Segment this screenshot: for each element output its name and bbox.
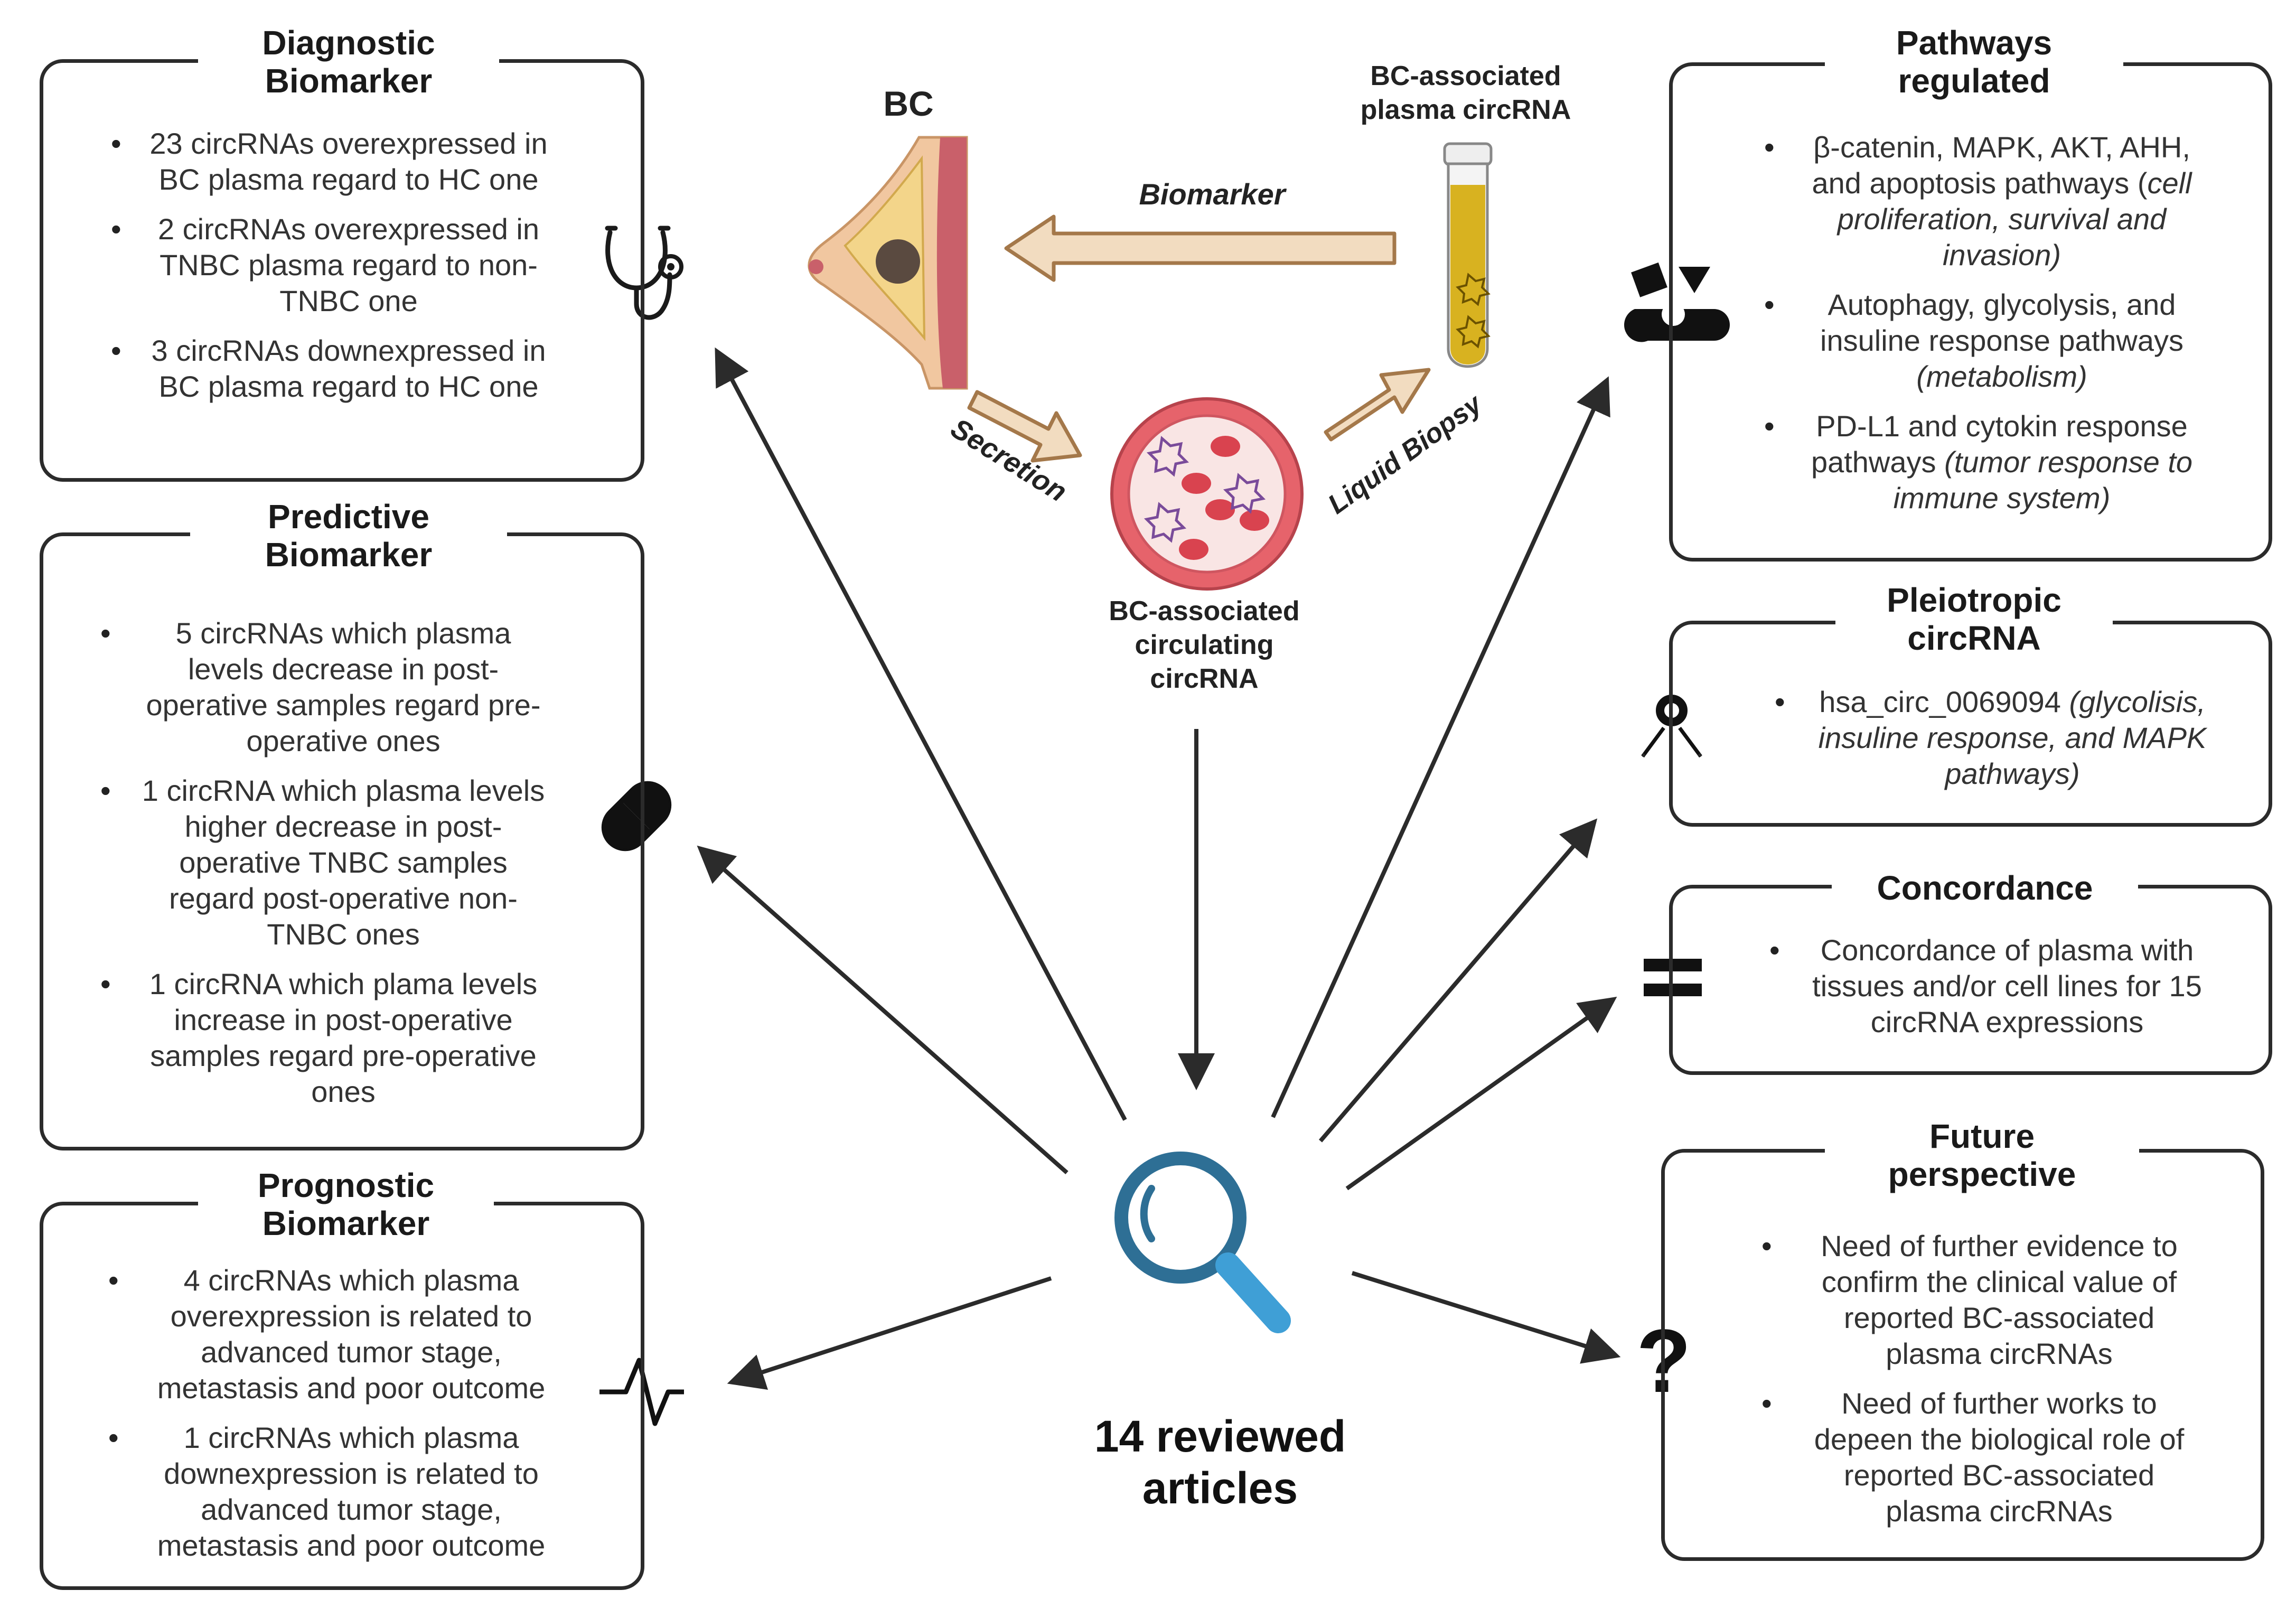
arrow-to-concordance <box>1345 996 1617 1191</box>
stethoscope-icon <box>605 226 683 320</box>
blood-vessel-icon <box>1110 397 1304 591</box>
bc-label: BC <box>883 84 934 123</box>
arrow-to-pleiotropic <box>1318 818 1598 1143</box>
pill-icon <box>601 781 672 852</box>
liquid-biopsy-block-arrow <box>1324 368 1431 442</box>
list-item: Concordance of plasma with tissues and/o… <box>1769 932 2239 1040</box>
arrow-to-future <box>1351 1271 1621 1364</box>
concordance-list: Concordance of plasma with tissues and/o… <box>1769 932 2239 1054</box>
biomarker-block-arrow <box>1004 214 1397 282</box>
heartbeat-icon <box>599 1358 684 1426</box>
list-item: PD-L1 and cytokin response pathways (tum… <box>1764 408 2234 516</box>
magnifier-icon <box>1114 1152 1291 1333</box>
arrow-to-diagnostic <box>715 347 1127 1121</box>
concordance-title: Concordance <box>1832 869 2138 907</box>
secretion-block-arrow <box>967 390 1082 463</box>
arrow-to-pathways <box>1271 376 1610 1118</box>
arrow-to-prognostic <box>727 1276 1052 1390</box>
biomarker-arrow-label: Biomarker <box>1139 177 1286 211</box>
pathways-list: β-catenin, MAPK, AKT, AHH, and apoptosis… <box>1764 129 2234 530</box>
blood-tube-icon <box>1443 142 1493 368</box>
arrow-to-predictive <box>697 845 1069 1174</box>
radial-arrows <box>697 347 1621 1390</box>
list-item: Autophagy, glycolysis, and insuline resp… <box>1764 287 2234 395</box>
shapes-icon <box>1624 262 1730 342</box>
list-item: β-catenin, MAPK, AKT, AHH, and apoptosis… <box>1764 129 2234 273</box>
breast-icon <box>808 136 968 390</box>
list-item: hsa_circ_0069094 (glycolisis, insuline r… <box>1775 684 2245 792</box>
pleiotropic-list: hsa_circ_0069094 (glycolisis, insuline r… <box>1775 684 2245 806</box>
equals-icon <box>1644 959 1702 996</box>
block-arrows <box>967 214 1431 463</box>
